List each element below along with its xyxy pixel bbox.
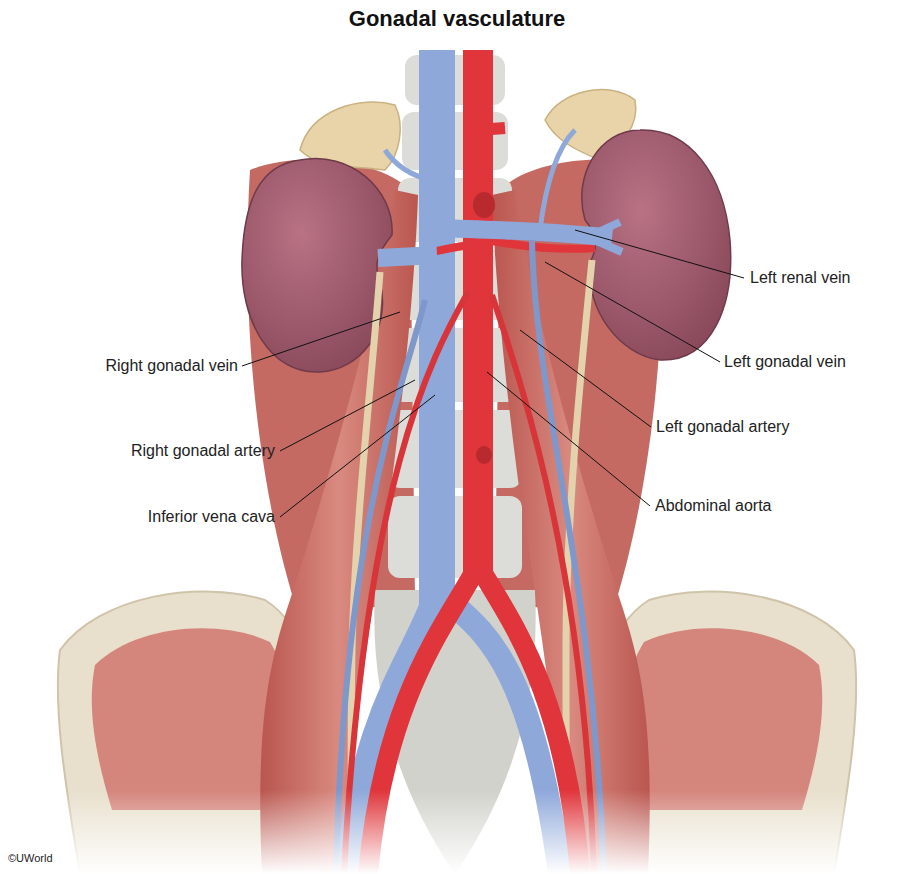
leader-line <box>280 395 435 517</box>
left-adrenal-vein <box>540 130 575 230</box>
leader-line <box>487 372 650 506</box>
fade <box>0 790 914 874</box>
leader-line <box>280 380 415 451</box>
diagram-title: Gonadal vasculature <box>0 6 914 32</box>
copyright-note: ©UWorld <box>8 848 53 868</box>
adrenal-vein <box>385 150 430 180</box>
vessel-label: Right gonadal artery <box>131 441 275 461</box>
vessel-label: Inferior vena cava <box>148 507 275 527</box>
left-gonadal-artery <box>492 295 594 874</box>
mesenteric-artery <box>473 192 495 218</box>
leader-lines <box>242 230 744 517</box>
vessel-label: Abdominal aorta <box>655 496 772 516</box>
right-gonadal-artery <box>344 292 468 874</box>
left-gonadal-vein <box>532 240 604 874</box>
vessel-label: Right gonadal vein <box>105 356 238 376</box>
mesenteric-artery <box>476 446 492 464</box>
vessel-label: Left gonadal artery <box>656 417 789 437</box>
leader-line <box>575 230 744 278</box>
right-renal-vein <box>378 255 437 258</box>
leader-line <box>242 312 400 366</box>
left-renal-vein-branch <box>590 222 622 252</box>
leader-line <box>545 262 720 362</box>
vessel-label: Left renal vein <box>750 268 851 288</box>
celiac-trunk <box>478 128 505 130</box>
vessel-label: Left gonadal vein <box>724 352 846 372</box>
leader-line <box>520 330 651 427</box>
